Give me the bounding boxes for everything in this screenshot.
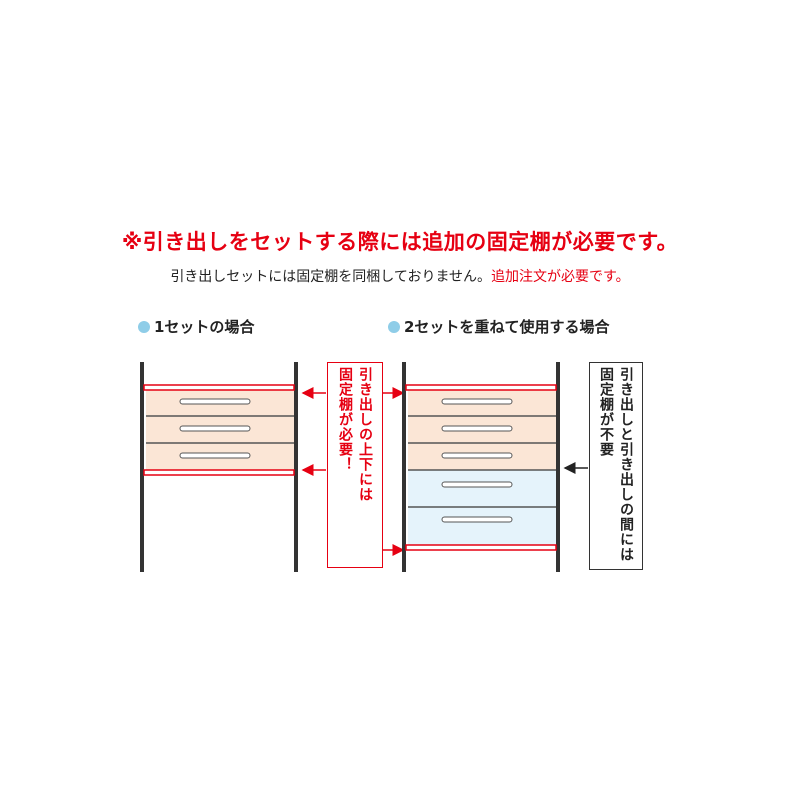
callout-black-line2: 固定棚が不要 — [598, 367, 614, 457]
callout-red-line2: 固定棚が必要！ — [337, 367, 353, 472]
section-label-1set: 1セットの場合 — [138, 316, 254, 337]
drawer-handle — [441, 516, 513, 523]
subline-text: 引き出しセットには固定棚を同梱しておりません。 — [170, 269, 492, 285]
callout-red-box: 引き出しの上下には 固定棚が必要！ — [327, 362, 383, 568]
bullet-dot-icon — [388, 320, 400, 333]
subline-notice: 引き出しセットには固定棚を同梱しておりません。追加注文が必要です。 — [0, 266, 800, 286]
drawer-handle — [179, 425, 251, 432]
drawer-handle — [441, 452, 513, 459]
callout-black-line1: 引き出しと引き出しの間には — [618, 367, 634, 562]
drawer-handle — [441, 481, 513, 488]
diagram-1set — [140, 362, 298, 572]
section-label-2set-text: 2セットを重ねて使用する場合 — [404, 318, 610, 336]
drawer-handle — [441, 425, 513, 432]
bullet-dot-icon — [138, 320, 150, 333]
left-post — [402, 362, 406, 572]
callout-red-line1: 引き出しの上下には — [357, 367, 373, 502]
fixed-shelf-bottom — [405, 544, 557, 551]
drawer-handle — [179, 452, 251, 459]
right-post — [556, 362, 560, 572]
fixed-shelf-bottom — [143, 469, 295, 476]
section-label-2set: 2セットを重ねて使用する場合 — [388, 316, 609, 337]
drawer-handle — [179, 398, 251, 405]
subline-red-text: 追加注文が必要です。 — [491, 269, 630, 285]
fixed-shelf-top — [405, 384, 557, 391]
left-post — [140, 362, 144, 572]
section-label-1set-text: 1セットの場合 — [154, 318, 255, 336]
right-post — [294, 362, 298, 572]
callout-black-box: 引き出しと引き出しの間には 固定棚が不要 — [589, 362, 643, 570]
fixed-shelf-top — [143, 384, 295, 391]
headline-notice: ※引き出しをセットする際には追加の固定棚が必要です。 — [121, 230, 679, 254]
diagram-2set — [402, 362, 560, 572]
drawer-handle — [441, 398, 513, 405]
